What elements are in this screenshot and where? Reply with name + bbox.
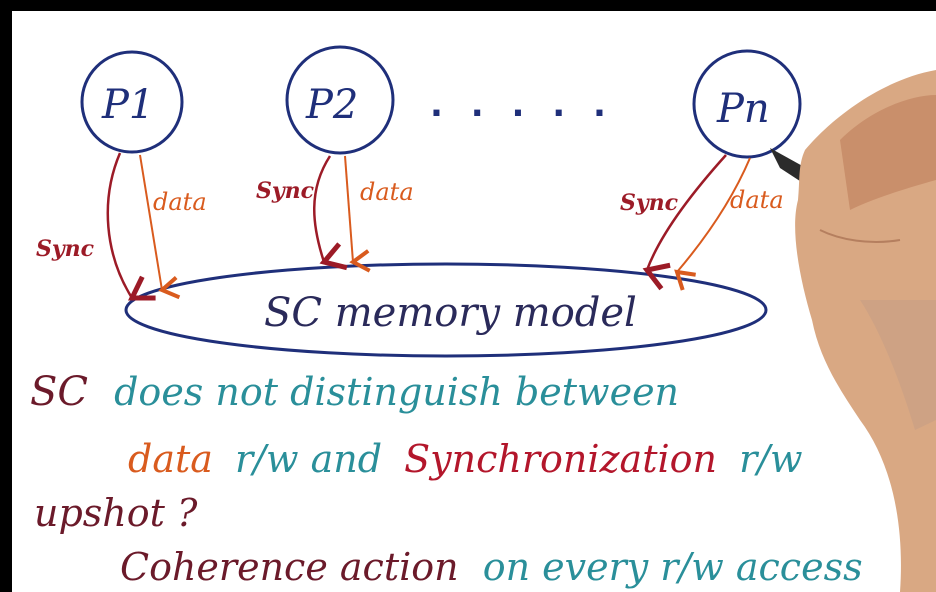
processor-pn-node — [692, 49, 802, 159]
note-rw-end: r/w — [739, 437, 803, 481]
hand-with-pen-image — [770, 70, 936, 592]
p1-data-arrow — [139, 154, 181, 300]
processor-p2-node — [285, 45, 395, 155]
processor-p1-label: P1 — [101, 82, 154, 128]
pn-sync-arrow — [642, 154, 727, 291]
note-data-word: data — [128, 437, 213, 481]
memory-model-ellipse — [124, 262, 768, 358]
processor-p1-node — [80, 50, 184, 154]
pn-data-label: data — [730, 186, 784, 214]
p2-sync-label: Sync — [256, 178, 315, 204]
pn-data-arrow — [674, 157, 751, 291]
processor-p2-label: P2 — [305, 82, 358, 128]
p1-data-label: data — [153, 188, 207, 216]
processor-ellipsis: . . . . . — [430, 85, 614, 125]
note-coherence-action: Coherence action — [120, 545, 459, 589]
note-line-2: data r/w and Synchronization r/w — [128, 440, 803, 478]
p2-data-label: data — [360, 178, 414, 206]
memory-model-label: SC memory model — [264, 290, 637, 336]
letterbox-left — [0, 0, 12, 592]
letterbox-top — [0, 0, 936, 11]
p1-sync-label: Sync — [36, 236, 95, 262]
p2-sync-arrow — [313, 155, 348, 271]
pn-sync-label: Sync — [620, 190, 679, 216]
p1-sync-arrow — [106, 152, 156, 301]
note-upshot: upshot ? — [34, 491, 198, 535]
note-distinguish-text: does not distinguish between — [114, 370, 680, 414]
note-line-1: SC does not distinguish between — [30, 372, 679, 412]
note-every-access: on every r/w access — [482, 545, 863, 589]
note-rw-and: r/w and — [235, 437, 383, 481]
note-line-4: Coherence action on every r/w access — [120, 548, 863, 586]
p2-data-arrow — [344, 155, 371, 273]
note-sc-label: SC — [30, 369, 89, 415]
note-synchronization-word: Synchronization — [404, 437, 717, 481]
processor-pn-label: Pn — [716, 86, 770, 132]
